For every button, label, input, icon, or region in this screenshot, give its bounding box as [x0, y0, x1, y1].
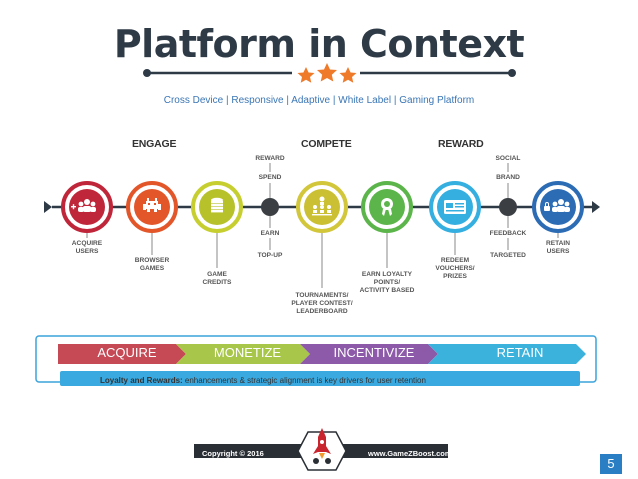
stage-compete: COMPETE — [301, 138, 352, 150]
users-lock-icon — [544, 199, 570, 212]
node-acquire-users — [61, 181, 113, 233]
star-icon — [297, 67, 315, 83]
stage-engage: ENGAGE — [132, 138, 177, 150]
node-redeem-vouchers — [429, 181, 481, 233]
page-number: 5 — [600, 454, 622, 474]
leaderboard-icon — [312, 196, 332, 216]
node-loyalty-points — [361, 181, 413, 233]
junction2-targeted: TARGETED — [490, 252, 526, 259]
coins-icon — [211, 197, 223, 213]
junction-monetize — [261, 198, 279, 216]
voucher-icon — [444, 200, 466, 214]
page-title: Platform in Context — [113, 22, 525, 66]
phase-arrow-incentivize — [300, 344, 438, 364]
footer-copyright: Copyright © 2016 — [202, 449, 264, 458]
phase-label-acquire: ACQUIRE — [97, 345, 157, 360]
junction1-earn: EARN — [260, 230, 280, 237]
users-add-icon — [71, 199, 96, 212]
phase-label-retain: RETAIN — [496, 345, 544, 360]
junction1-reward: REWARD — [255, 155, 285, 162]
label-tournaments: TOURNAMENTS/PLAYER CONTEST/LEADERBOARD — [291, 292, 353, 315]
subtitle: Cross Device | Responsive | Adaptive | W… — [163, 95, 475, 106]
node-retain-users — [532, 181, 584, 233]
junction-reward — [499, 198, 517, 216]
timeline-start-arrow-icon — [44, 201, 52, 213]
phase-arrows — [35, 335, 597, 386]
medal-icon — [381, 198, 393, 216]
node-tournaments — [296, 181, 348, 233]
phase-arrow-monetize — [176, 344, 310, 364]
junction2-social: SOCIAL — [495, 155, 521, 162]
footer — [194, 428, 448, 471]
rocket-logo-icon — [313, 428, 331, 464]
star-icon — [339, 67, 357, 83]
loyalty-text: Loyalty and Rewards: enhancements & stra… — [100, 376, 426, 385]
phase-arrow-retain — [428, 344, 586, 364]
footer-url[interactable]: www.GameZBoost.com — [368, 449, 452, 458]
loyalty-bar — [60, 371, 580, 386]
stage-reward: REWARD — [438, 138, 484, 150]
node-browser-games — [126, 181, 178, 233]
star-icon — [317, 63, 337, 82]
junction1-spend: SPEND — [258, 174, 282, 181]
phase-label-monetize: MONETIZE — [213, 345, 282, 360]
node-game-credits — [191, 181, 243, 233]
timeline-end-arrow-icon — [592, 201, 600, 213]
junction2-brand: BRAND — [496, 174, 520, 181]
junction1-topup: TOP-UP — [257, 252, 283, 259]
junction2-feedback: FEEDBACK — [489, 230, 527, 237]
phase-arrow-acquire — [58, 344, 186, 364]
title-underline — [143, 63, 516, 83]
phase-label-incentivize: INCENTIVIZE — [333, 345, 415, 360]
space-invader-icon — [143, 198, 161, 212]
